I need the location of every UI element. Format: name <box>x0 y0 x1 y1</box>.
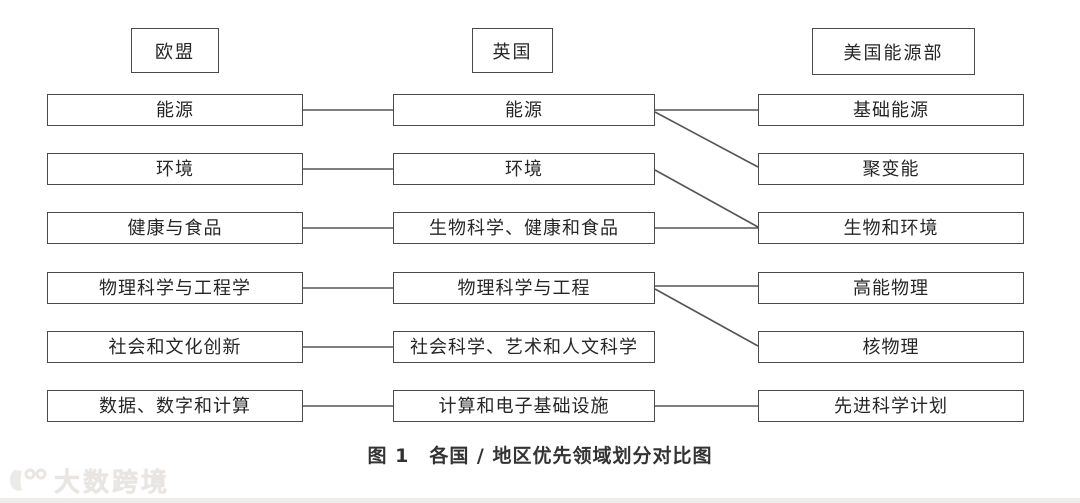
box-us-advanced-science-program: 先进科学计划 <box>758 390 1024 422</box>
box-eu-social-cultural-innovation: 社会和文化创新 <box>47 331 303 363</box>
header-us-doe: 美国能源部 <box>812 28 975 75</box>
bottom-strip <box>0 498 1080 503</box>
box-uk-energy: 能源 <box>393 94 655 126</box>
box-us-biological-environmental: 生物和环境 <box>758 212 1024 244</box>
dashukuajing-logo-icon <box>10 468 47 491</box>
box-uk-social-arts-humanities: 社会科学、艺术和人文科学 <box>393 331 655 363</box>
box-us-high-energy-physics: 高能物理 <box>758 272 1024 304</box>
box-uk-environment: 环境 <box>393 153 655 185</box>
box-us-basic-energy: 基础能源 <box>758 94 1024 126</box>
box-eu-physical-sciences-engineering: 物理科学与工程学 <box>47 272 303 304</box>
box-eu-energy: 能源 <box>47 94 303 126</box>
header-eu: 欧盟 <box>131 28 219 73</box>
figure-caption: 图 1 各国 / 地区优先领域划分对比图 <box>367 445 713 467</box>
connector-uk-environment-us-bio-environment <box>654 169 759 228</box>
box-eu-data-digital-computing: 数据、数字和计算 <box>47 390 303 422</box>
watermark: 大数跨境 <box>8 462 170 499</box>
box-us-nuclear-physics: 核物理 <box>758 331 1024 363</box>
box-eu-health-food: 健康与食品 <box>47 212 303 244</box>
box-uk-physical-sciences-engineering: 物理科学与工程 <box>393 272 655 304</box>
box-eu-environment: 环境 <box>47 153 303 185</box>
connector-uk-physical-us-nuclear-physics <box>654 288 759 347</box>
connector-uk-energy-us-fusion <box>654 111 759 168</box>
box-uk-computing-e-infrastructure: 计算和电子基础设施 <box>393 390 655 422</box>
header-uk: 英国 <box>472 28 553 73</box>
box-uk-bioscience-health-food: 生物科学、健康和食品 <box>393 212 655 244</box>
watermark-text: 大数跨境 <box>54 468 171 498</box>
box-us-fusion-energy: 聚变能 <box>758 153 1024 185</box>
